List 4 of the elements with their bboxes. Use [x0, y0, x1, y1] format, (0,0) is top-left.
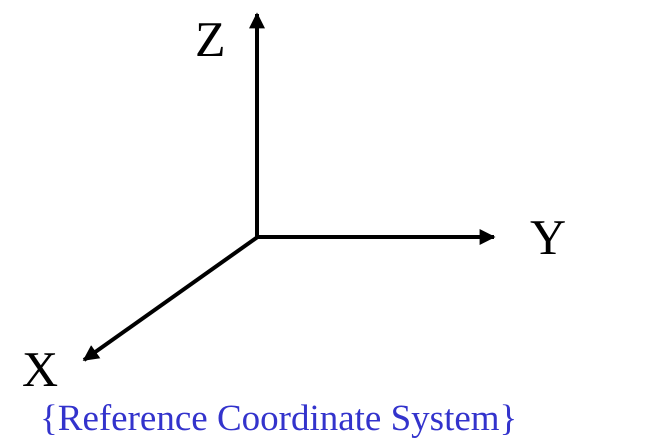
axis-label: Y — [530, 212, 566, 262]
axis-label: X — [22, 344, 58, 394]
caption: {Reference Coordinate System} — [40, 400, 518, 437]
axis-label: Z — [195, 14, 226, 64]
